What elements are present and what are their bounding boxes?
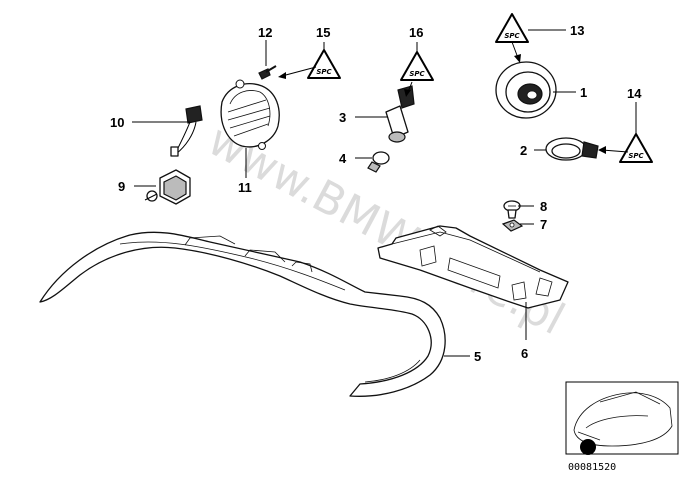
callout-4: 4 bbox=[339, 151, 347, 166]
callout-7: 7 bbox=[540, 217, 547, 232]
callout-2: 2 bbox=[520, 143, 527, 158]
callout-1: 1 bbox=[580, 85, 587, 100]
callout-8: 8 bbox=[540, 199, 547, 214]
warning-symbol-14: SPC bbox=[619, 133, 653, 163]
warning-symbol-13: SPC bbox=[495, 13, 529, 43]
warning-symbol-16: SPC bbox=[400, 51, 434, 81]
part-8-screw bbox=[503, 200, 521, 219]
svg-text:SPC: SPC bbox=[628, 152, 644, 160]
part-9-adjuster-motor bbox=[144, 169, 191, 205]
callout-12: 12 bbox=[258, 25, 272, 40]
watermark: www.BMWstore.pl bbox=[200, 115, 573, 345]
part-12-bolt bbox=[258, 65, 277, 80]
callout-13: 13 bbox=[570, 23, 584, 38]
leader-lines bbox=[132, 29, 637, 357]
callout-5: 5 bbox=[474, 349, 481, 364]
callout-9: 9 bbox=[118, 179, 125, 194]
callout-16: 16 bbox=[409, 25, 423, 40]
part-5-trim-strip bbox=[39, 231, 446, 397]
part-7-nut-clip bbox=[501, 219, 524, 232]
callout-3: 3 bbox=[339, 110, 346, 125]
svg-text:SPC: SPC bbox=[504, 32, 520, 40]
callout-6: 6 bbox=[521, 346, 528, 361]
part-11-headlight-housing bbox=[220, 79, 280, 150]
svg-text:SPC: SPC bbox=[316, 68, 332, 76]
part-1-reflector bbox=[495, 61, 557, 119]
part-2-holder-ring bbox=[545, 137, 599, 161]
part-4-bulb bbox=[367, 151, 390, 173]
callout-14: 14 bbox=[627, 86, 642, 101]
part-3-bulb-socket bbox=[385, 85, 415, 143]
callout-15: 15 bbox=[316, 25, 330, 40]
location-inset: 00081520 bbox=[565, 381, 679, 473]
svg-text:SPC: SPC bbox=[409, 70, 425, 78]
diagram-code: 00081520 bbox=[568, 462, 616, 473]
callout-10: 10 bbox=[110, 115, 124, 130]
callout-11: 11 bbox=[238, 180, 252, 195]
warning-symbol-15: SPC bbox=[307, 49, 341, 79]
callout-numbers: 1 2 3 4 5 6 7 8 9 10 11 12 15 16 13 14 bbox=[110, 23, 642, 364]
location-marker bbox=[580, 439, 596, 455]
part-6-bracket bbox=[377, 225, 569, 309]
part-10-wiring-connector bbox=[170, 105, 203, 157]
